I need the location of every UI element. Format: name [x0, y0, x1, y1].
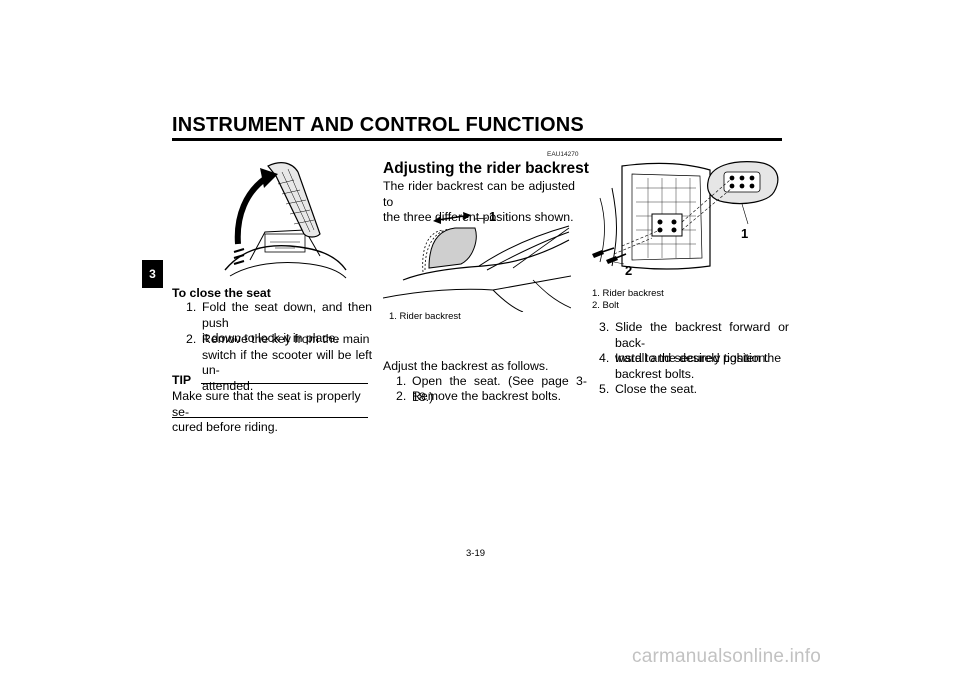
step-number: 2. [396, 389, 407, 403]
step-line: switch if the scooter will be left un- [202, 347, 372, 378]
step-number: 2. [186, 332, 197, 346]
step-line: it down to lock it in place. [202, 331, 339, 345]
callout-2: 2 [625, 263, 633, 278]
figure-caption: 1. Rider backrest [389, 311, 461, 322]
caption-line: 2. Bolt [592, 300, 619, 311]
step-number: 3. [599, 320, 610, 334]
figure-caption: 1. Rider backrest 2. Bolt [592, 288, 664, 312]
step-number: 1. [396, 374, 407, 388]
header-rule [172, 138, 782, 141]
step-line: attended. [202, 378, 254, 393]
step-line: Open the seat. (See page 3-18.) [412, 374, 587, 404]
step-line: Install and securely tighten the [615, 351, 782, 365]
tip-line: cured before riding. [172, 420, 278, 434]
step-line: backrest bolts. [615, 366, 695, 381]
step-line: Fold the seat down, and then push [202, 300, 372, 330]
step-number: 4. [599, 351, 610, 365]
adjust-intro: Adjust the backrest as follows. [383, 359, 549, 373]
tip-line: Make sure that the seat is properly se- [172, 389, 361, 419]
step-line: Remove the key from the main [202, 332, 370, 346]
section-title: Adjusting the rider backrest [383, 160, 589, 177]
step-line: Close the seat. [615, 382, 698, 396]
step-line: ward to the desired position. [615, 351, 769, 365]
seat-open-illustration [224, 162, 347, 279]
intro-line: the three different positions shown. [383, 210, 574, 224]
callout-1: 1 [741, 226, 749, 241]
section-intro: The rider backrest can be adjusted to th… [383, 179, 575, 226]
step-number: 1. [186, 300, 197, 314]
watermark: carmanualsonline.info [632, 646, 822, 667]
backrest-side-illustration [383, 212, 571, 312]
callout-1: 1 [489, 209, 497, 224]
chapter-tab: 3 [142, 260, 163, 288]
backrest-bolts-illustration [592, 161, 779, 270]
intro-line: The rider backrest can be adjusted to [383, 179, 575, 209]
tip-text: Make sure that the seat is properly se- … [172, 389, 368, 436]
document-code: EAU14270 [547, 151, 579, 158]
tip-label: TIP [172, 373, 192, 387]
step-line: Remove the backrest bolts. [412, 389, 561, 403]
tip-bottom-rule [172, 417, 368, 418]
caption-line: 1. Rider backrest [592, 288, 664, 299]
page-number: 3-19 [466, 548, 486, 559]
page-title: INSTRUMENT AND CONTROL FUNCTIONS [172, 114, 584, 136]
step-number: 5. [599, 382, 610, 396]
step-line: Slide the backrest forward or back- [615, 320, 789, 350]
tip-top-rule [201, 383, 368, 384]
close-seat-heading: To close the seat [172, 286, 271, 300]
